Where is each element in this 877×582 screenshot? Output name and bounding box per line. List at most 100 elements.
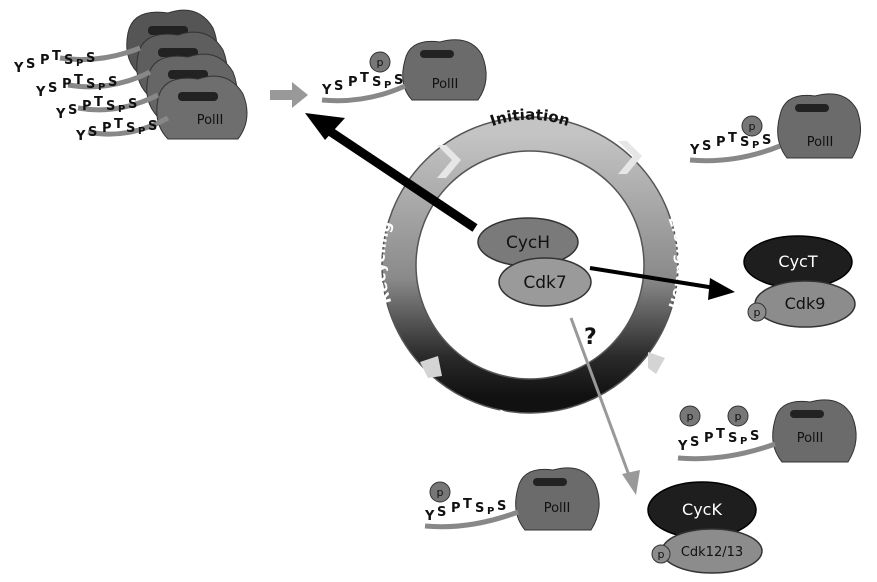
svg-text:P: P [138, 126, 145, 137]
cdk12-complex: CycK Cdk12/13 p [647, 481, 763, 574]
phospho-icon [651, 544, 671, 564]
question-mark: ? [584, 325, 597, 350]
svg-text:Y: Y [75, 129, 86, 144]
svg-text:S: S [475, 501, 484, 516]
svg-text:p: p [735, 410, 742, 423]
svg-text:S: S [86, 51, 95, 66]
svg-text:P: P [98, 82, 105, 93]
svg-text:Y: Y [35, 85, 46, 100]
svg-text:Y: Y [424, 509, 435, 524]
arrow-to-cdk9 [589, 266, 716, 290]
phospho-icon [747, 302, 767, 322]
svg-text:S: S [26, 57, 35, 72]
svg-text:PolII: PolII [432, 77, 459, 92]
svg-text:P: P [62, 77, 72, 92]
svg-text:S: S [437, 505, 446, 520]
arrows: ? [270, 82, 735, 495]
svg-text:T: T [360, 71, 369, 86]
svg-text:S: S [762, 133, 771, 148]
svg-text:S: S [128, 97, 137, 112]
svg-text:p: p [437, 486, 444, 499]
svg-text:PolII: PolII [797, 431, 824, 446]
svg-text:P: P [118, 104, 125, 115]
cdk12-label: Cdk12/13 [681, 545, 743, 560]
svg-text:P: P [76, 58, 83, 69]
transcription-cycle-ring: Initiation Termination Elongation Recycl… [370, 106, 691, 435]
svg-text:S: S [750, 429, 759, 444]
cdk7-complex: CycH Cdk7 [477, 217, 592, 307]
polii-label: PolII [197, 113, 224, 128]
svg-text:S: S [740, 135, 749, 150]
svg-text:p: p [754, 306, 761, 319]
svg-text:P: P [82, 99, 92, 114]
svg-text:T: T [716, 427, 725, 442]
svg-text:P: P [487, 506, 494, 517]
chevron-icon [437, 145, 461, 178]
svg-text:T: T [463, 497, 472, 512]
svg-text:T: T [114, 117, 123, 132]
cdk9-complex: CycT Cdk9 p [743, 235, 856, 328]
svg-text:p: p [687, 410, 694, 423]
svg-text:S: S [106, 99, 115, 114]
svg-text:P: P [716, 135, 726, 150]
cdk7-ellipse [498, 257, 592, 307]
phospho-icon [741, 115, 763, 137]
svg-text:P: P [40, 53, 50, 68]
phospho-icon [727, 405, 749, 427]
svg-text:S: S [68, 103, 77, 118]
svg-text:p: p [377, 56, 384, 69]
svg-text:PolII: PolII [807, 135, 834, 150]
arrowhead-icon [708, 278, 735, 300]
chevron-icon [618, 141, 642, 174]
svg-text:Y: Y [55, 107, 66, 122]
svg-text:T: T [728, 131, 737, 146]
arrow-to-initiation [322, 124, 478, 232]
phospho-icon [679, 405, 701, 427]
phospho-icon [429, 481, 451, 503]
arrow-to-cdk12 [569, 317, 632, 479]
svg-text:P: P [102, 121, 112, 136]
phospho-icon [369, 51, 391, 73]
svg-text:p: p [658, 548, 665, 561]
arrowhead-icon [622, 470, 640, 495]
cdk7-label: Cdk7 [523, 273, 566, 293]
svg-text:S: S [394, 73, 403, 88]
svg-text:P: P [384, 80, 391, 91]
cyck-label: CycK [682, 500, 722, 519]
cdk9-label: Cdk9 [785, 294, 826, 313]
arrowhead-icon [305, 113, 345, 140]
svg-text:Y: Y [321, 83, 332, 98]
svg-text:P: P [740, 436, 747, 447]
svg-text:S: S [108, 75, 117, 90]
grey-arrow-icon [270, 82, 308, 108]
cycle-ring [382, 117, 678, 413]
svg-text:P: P [704, 431, 714, 446]
svg-text:T: T [74, 73, 83, 88]
svg-text:Y: Y [689, 143, 700, 158]
svg-text:T: T [52, 49, 61, 64]
svg-text:S: S [148, 119, 157, 134]
svg-text:P: P [451, 501, 461, 516]
svg-text:S: S [88, 125, 97, 140]
chevron-icon [420, 356, 442, 378]
svg-text:Y: Y [677, 439, 688, 454]
svg-text:Y: Y [13, 61, 24, 76]
svg-text:S: S [497, 499, 506, 514]
svg-text:S: S [86, 77, 95, 92]
cych-label: CycH [506, 233, 550, 253]
svg-text:P: P [348, 75, 358, 90]
cyct-label: CycT [778, 252, 817, 271]
svg-text:S: S [690, 435, 699, 450]
svg-text:T: T [94, 95, 103, 110]
svg-text:S: S [728, 431, 737, 446]
svg-text:S: S [372, 75, 381, 90]
chevron-icon [648, 352, 665, 374]
